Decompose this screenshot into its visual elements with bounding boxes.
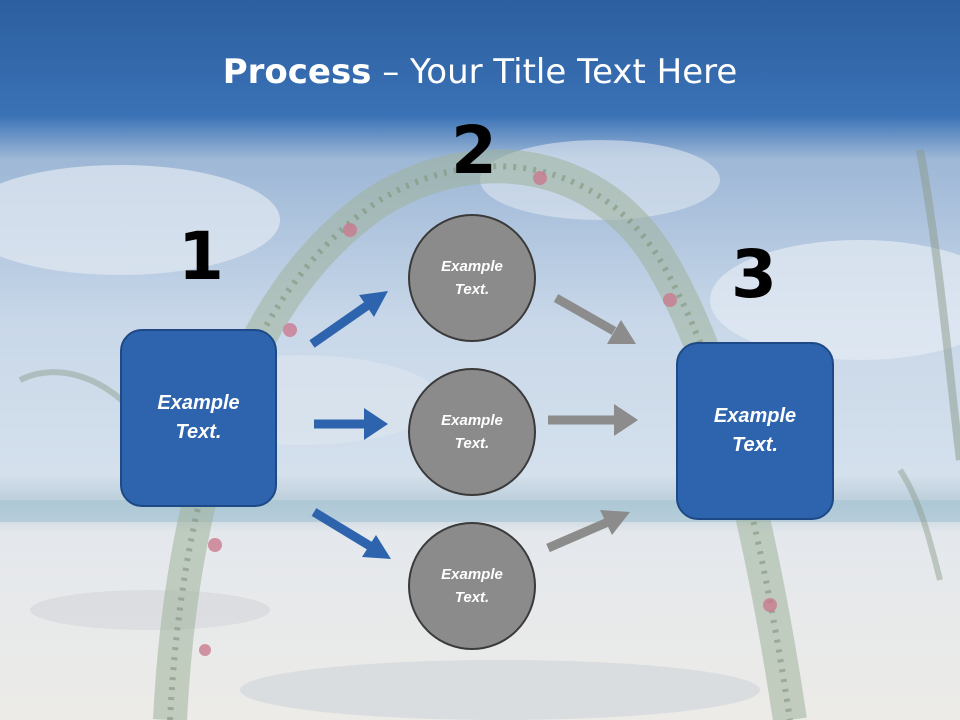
arrow-from-circle-top	[553, 294, 636, 344]
arrow-to-circle-bottom	[311, 508, 391, 559]
step-number-3: 3	[731, 236, 777, 313]
process-circle-bottom: Example Text.	[408, 522, 536, 650]
slide-title: Process – Your Title Text Here	[0, 52, 960, 92]
process-circle-bottom-label: Example Text.	[441, 566, 503, 606]
process-circle-middle: Example Text.	[408, 368, 536, 496]
process-box-right-label: Example Text.	[713, 405, 797, 456]
arrow-from-circle-bottom	[546, 510, 630, 553]
arrow-to-circle-middle	[314, 408, 388, 440]
step-number-1: 1	[178, 218, 224, 295]
process-box-left-label: Example Text.	[157, 392, 240, 443]
process-circle-middle-label: Example Text.	[441, 412, 503, 452]
process-circle-top-label: Example Text.	[441, 258, 503, 298]
process-box-right: Example Text.	[676, 342, 834, 520]
arrow-from-circle-middle	[548, 404, 638, 436]
step-number-2: 2	[451, 112, 497, 189]
process-circle-top: Example Text.	[408, 214, 536, 342]
process-box-left: Example Text.	[120, 329, 277, 507]
title-bold-part: Process	[222, 52, 372, 92]
arrow-to-circle-top	[309, 291, 388, 348]
title-rest-part: – Your Title Text Here	[371, 52, 738, 92]
